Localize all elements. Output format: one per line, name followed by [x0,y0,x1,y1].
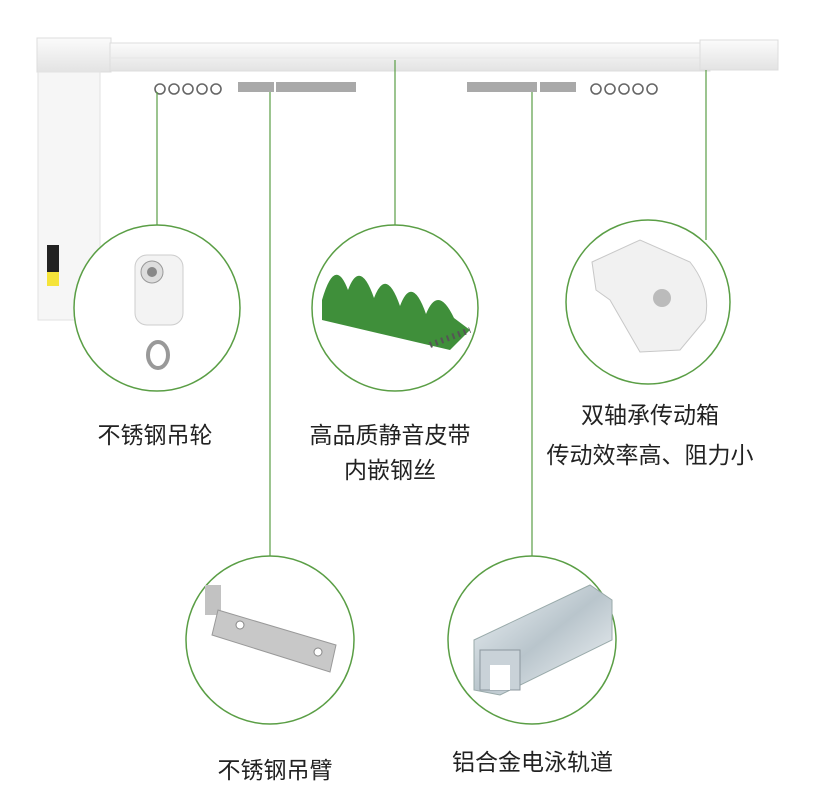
curtain-track [109,39,779,72]
motor-unit [36,37,112,321]
leader-lines [156,60,707,556]
rail-image [473,584,613,696]
arms [238,82,576,92]
belt-image [322,274,472,350]
gearbox-label: 双轴承传动箱 [581,403,719,429]
hooks [154,83,658,95]
belt-sublabel: 内嵌钢丝 [344,458,436,484]
arm-label: 不锈钢吊臂 [217,758,333,784]
rail-label: 铝合金电泳轨道 [452,750,613,776]
pulley-label: 不锈钢吊轮 [97,423,213,449]
gearbox-image [591,239,708,353]
belt-label: 高品质静音皮带 [309,423,471,449]
gearbox-sublabel: 传动效率高、阻力小 [546,443,754,469]
pulley-image [134,254,184,370]
arm-image [205,585,337,673]
